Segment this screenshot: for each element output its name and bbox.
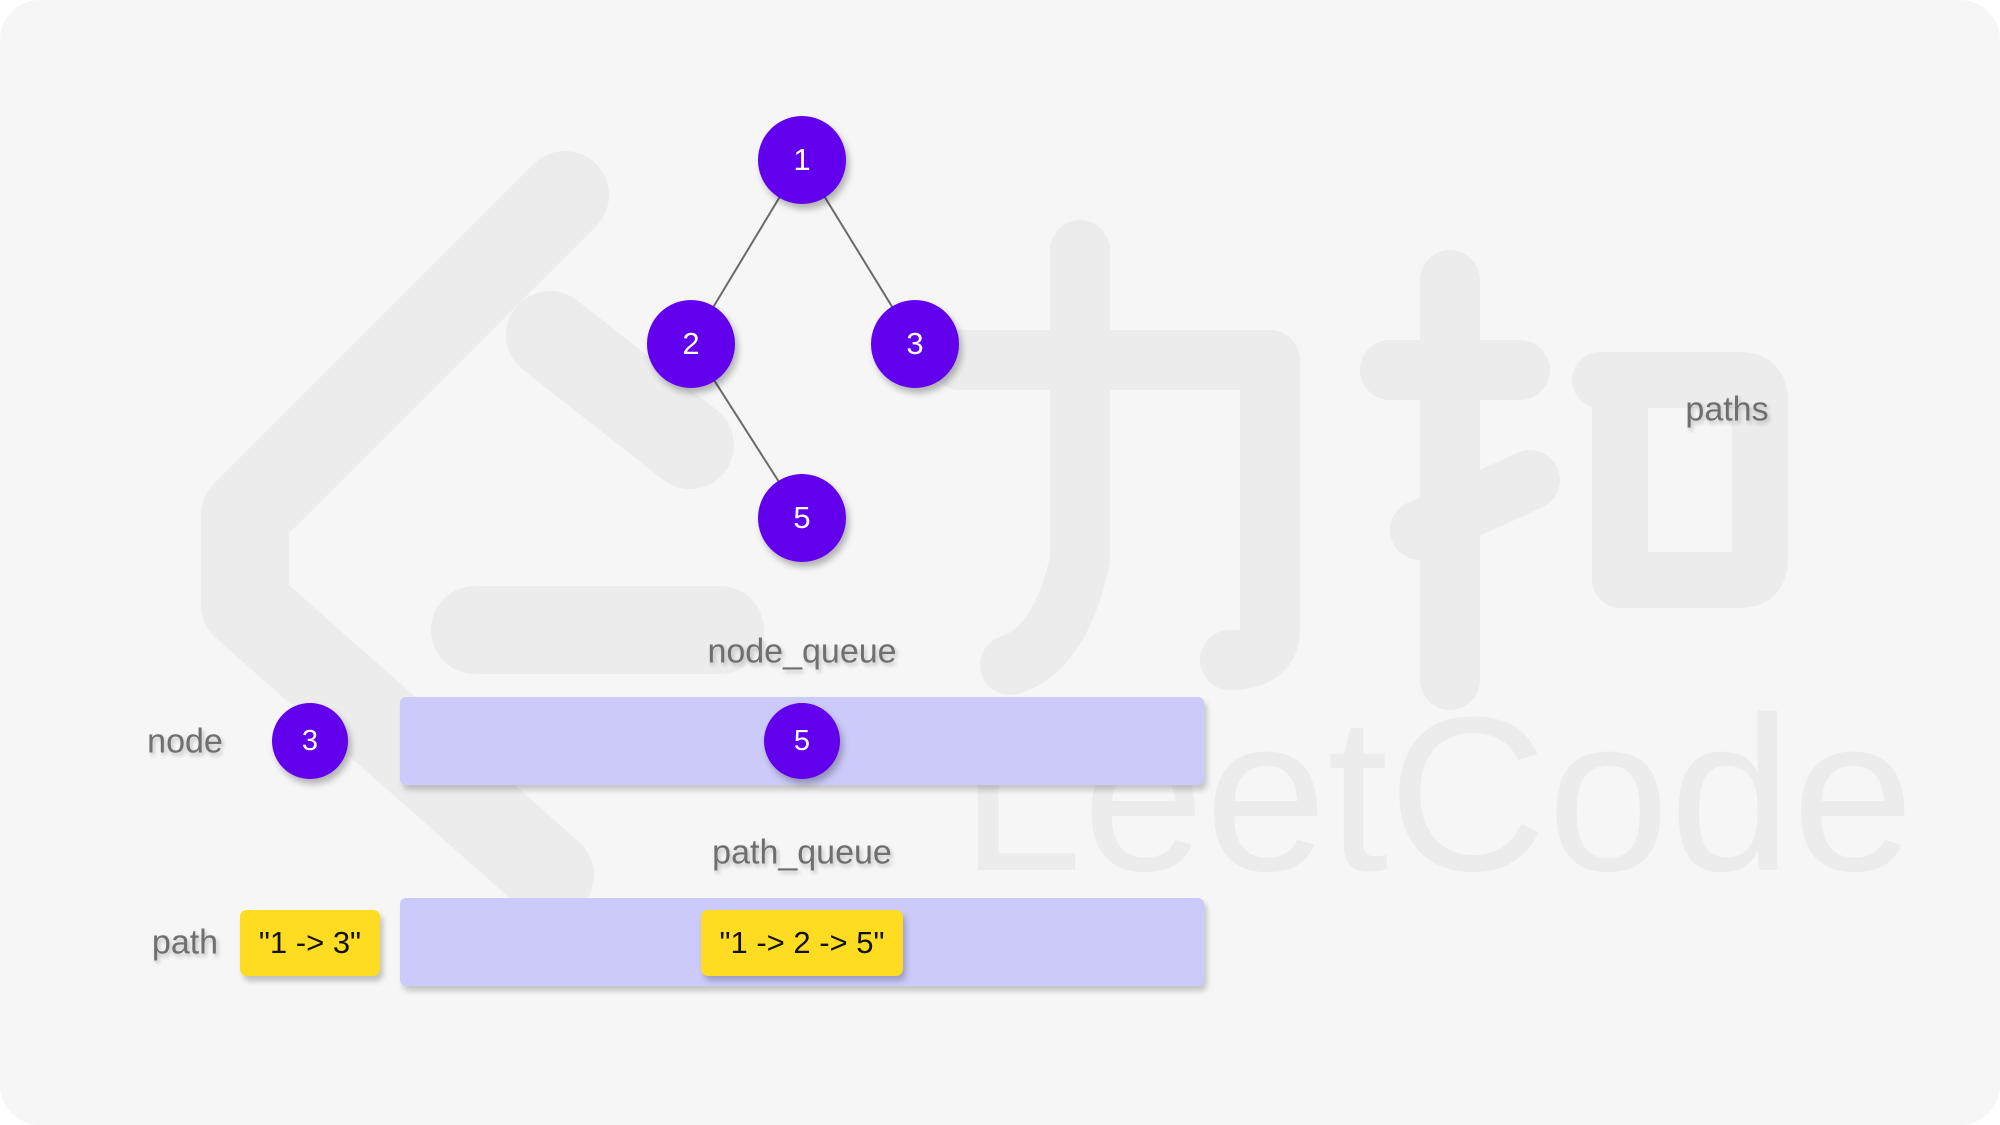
node-queue-label: node_queue <box>707 632 897 671</box>
path-label: path <box>151 923 219 962</box>
tree-node-5: 5 <box>758 474 846 562</box>
paths-label: paths <box>1685 390 1769 429</box>
node-label: node <box>147 722 223 761</box>
path-queue-item: "1 -> 2 -> 5" <box>701 910 903 976</box>
tree-node-3: 3 <box>871 300 959 388</box>
tree-node-2: 2 <box>647 300 735 388</box>
tree-node-1: 1 <box>758 116 846 204</box>
path-queue-label: path_queue <box>712 833 892 872</box>
current-node: 3 <box>272 703 348 779</box>
current-path-chip: "1 -> 3" <box>240 910 380 976</box>
node-queue-item: 5 <box>764 703 840 779</box>
